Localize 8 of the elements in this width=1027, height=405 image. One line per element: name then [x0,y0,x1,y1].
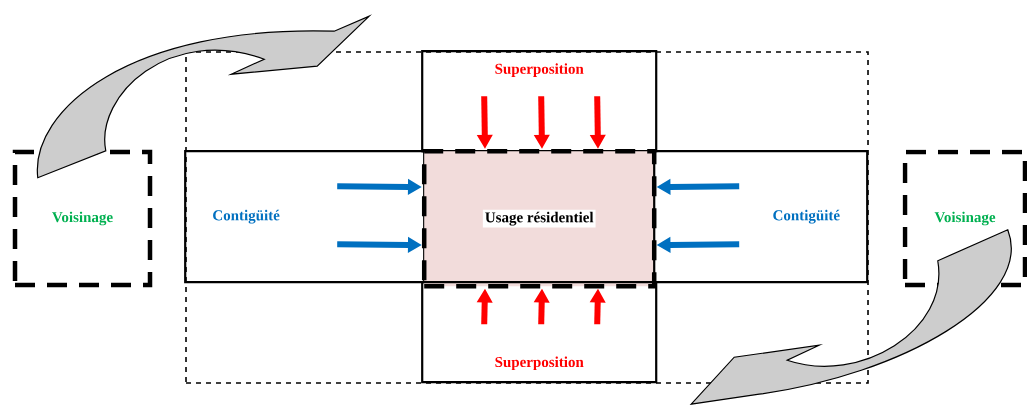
neighbourhood-box: Voisinage [902,149,1027,288]
neighbourhood-box: Voisinage [12,149,153,288]
superposition-box: Superposition [421,281,658,384]
contiguity-box: Contigüité [653,150,869,284]
curved-arrow [690,229,1012,405]
contiguity-box: Contigüité [184,150,426,284]
dashed-frame [185,51,869,384]
residential-box: Usage résidentiel [421,148,657,289]
